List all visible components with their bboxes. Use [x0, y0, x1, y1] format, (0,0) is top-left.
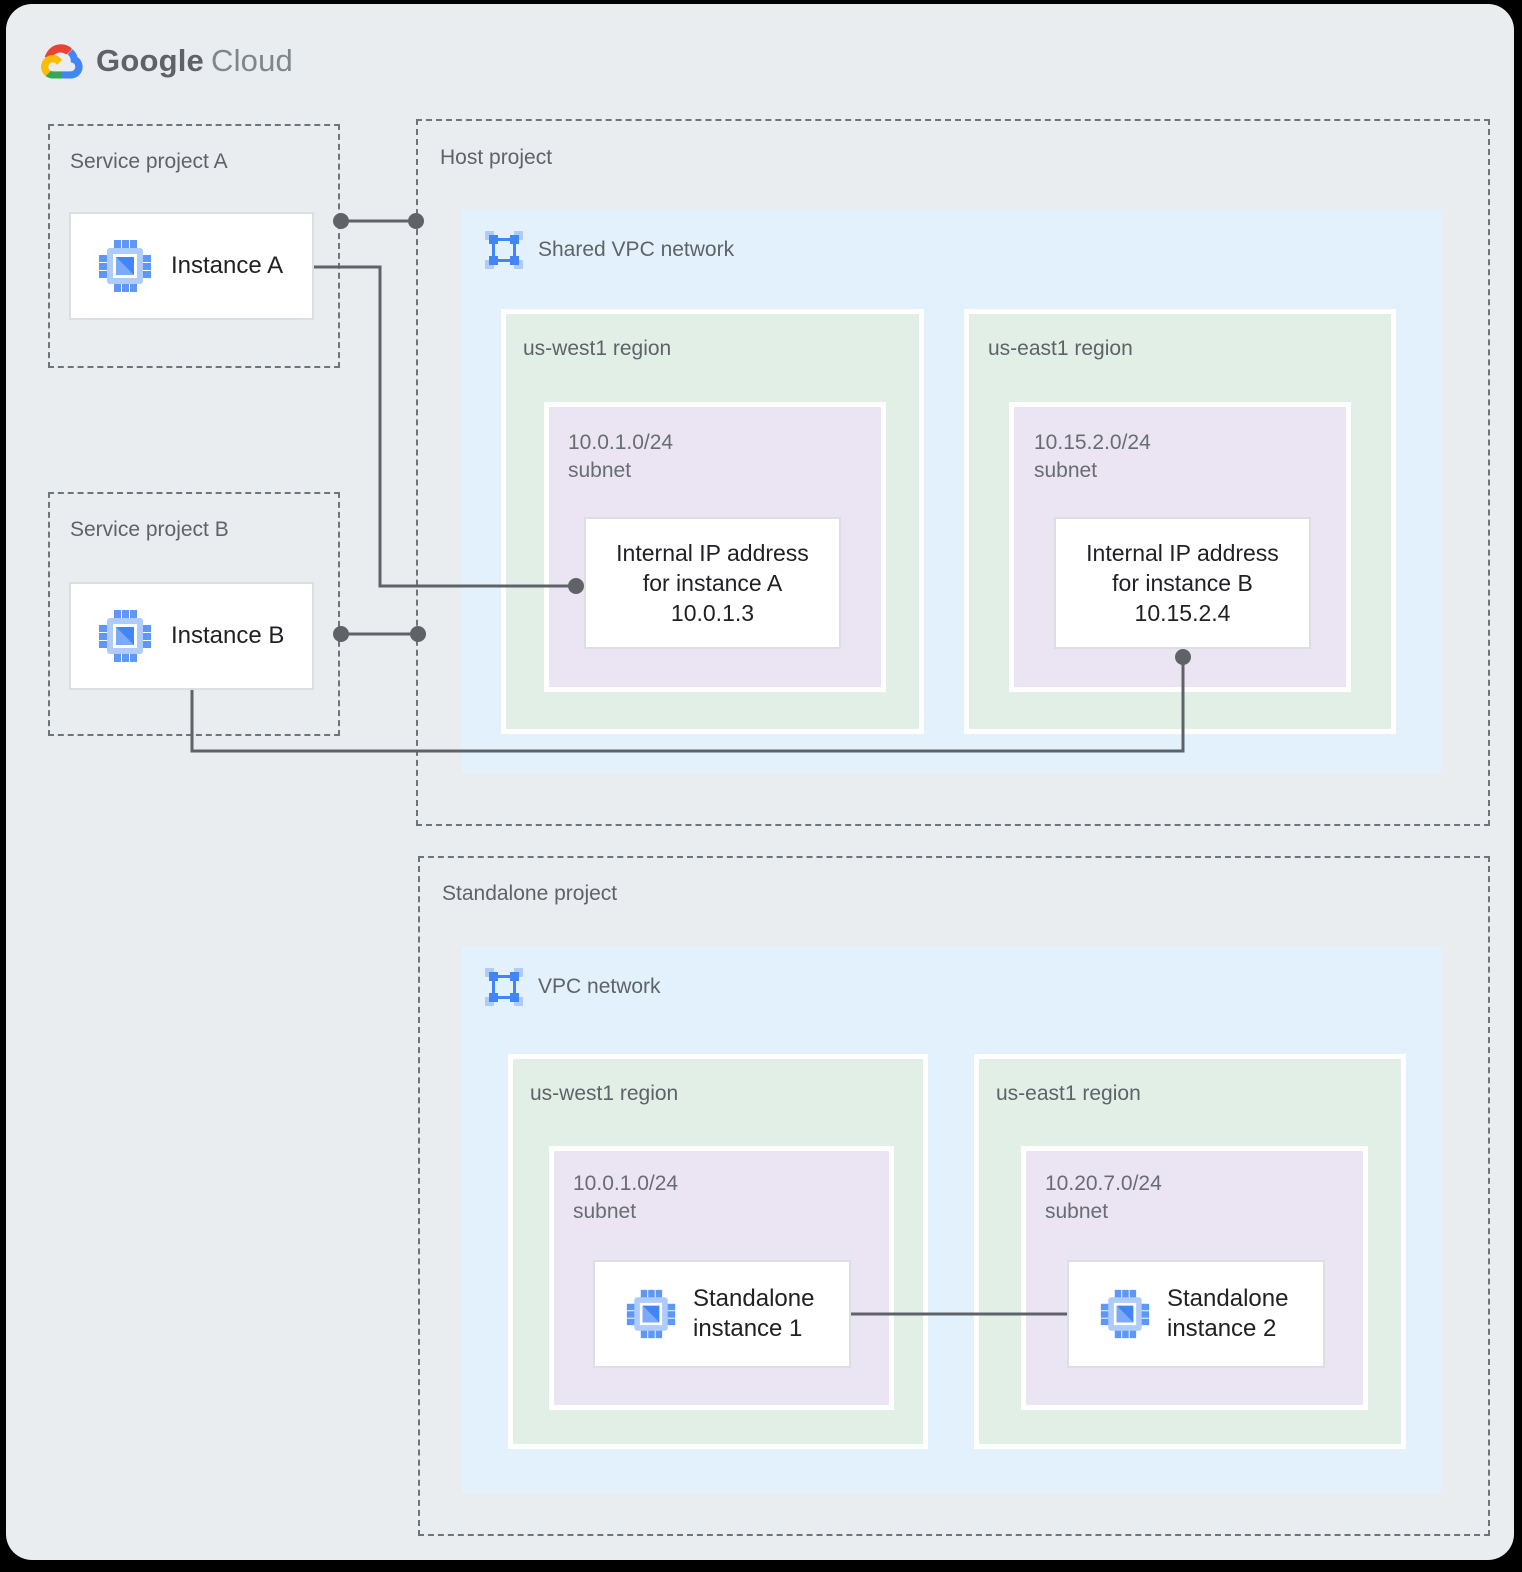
standalone-instance-2-line1: Standalone [1167, 1285, 1289, 1312]
host-subnet-b-label: 10.15.2.0/24 subnet [1034, 429, 1151, 485]
standalone-project-title: Standalone project [442, 882, 618, 905]
compute-instance-icon [99, 610, 151, 662]
standalone-subnet-2-label: 10.20.7.0/24 subnet [1045, 1170, 1162, 1226]
ip-b-line2: for instance B [1112, 570, 1253, 596]
ip-b-line1: Internal IP address [1086, 540, 1279, 566]
standalone-project-box [418, 856, 1490, 1536]
compute-instance-icon [1100, 1289, 1150, 1339]
google-cloud-logo-icon [41, 44, 83, 79]
shared-vpc-network-label: Shared VPC network [538, 238, 735, 261]
internal-ip-a-card: Internal IP address for instance A 10.0.… [584, 517, 841, 649]
standalone-instance-1-line2: instance 1 [693, 1315, 803, 1342]
ip-a-line2: for instance A [642, 570, 783, 596]
logo-word-cloud: Cloud [210, 43, 293, 78]
standalone-instance-1-label: Standalone instance 1 [693, 1284, 814, 1344]
logo-word-google: Google [96, 43, 204, 78]
ip-b-line3: 10.15.2.4 [1134, 600, 1231, 626]
shared-vpc-network-header: Shared VPC network [484, 230, 734, 270]
standalone-us-east1-region-label: us-east1 region [996, 1082, 1141, 1105]
standalone-subnet-1-label: 10.0.1.0/24 subnet [573, 1170, 678, 1226]
instance-b-label: Instance B [171, 622, 285, 649]
subnet-word: subnet [573, 1200, 637, 1223]
standalone-instance-2-card: Standalone instance 2 [1067, 1260, 1325, 1368]
host-us-east1-region-label: us-east1 region [988, 337, 1133, 360]
standalone-instance-1-line1: Standalone [693, 1285, 815, 1312]
subnet-word: subnet [568, 459, 632, 482]
subnet-cidr: 10.0.1.0/24 [568, 431, 674, 454]
service-project-b-title: Service project B [70, 518, 229, 541]
vpc-network-icon [485, 968, 523, 1006]
ip-a-line3: 10.0.1.3 [670, 600, 755, 626]
ip-a-line1: Internal IP address [616, 540, 809, 566]
vpc-network-label: VPC network [538, 975, 661, 998]
instance-b-card: Instance B [69, 582, 314, 690]
internal-ip-a-text: Internal IP address for instance A 10.0.… [616, 538, 809, 628]
internal-ip-b-text: Internal IP address for instance B 10.15… [1086, 538, 1279, 628]
internal-ip-b-card: Internal IP address for instance B 10.15… [1054, 517, 1311, 649]
subnet-word: subnet [1045, 1200, 1109, 1223]
standalone-instance-2-line2: instance 2 [1167, 1315, 1277, 1342]
standalone-instance-1-card: Standalone instance 1 [593, 1260, 851, 1368]
compute-instance-icon [99, 240, 151, 292]
subnet-cidr: 10.15.2.0/24 [1034, 431, 1151, 454]
instance-a-label: Instance A [171, 252, 284, 279]
subnet-cidr: 10.0.1.0/24 [573, 1172, 679, 1195]
vpc-network-header: VPC network [484, 967, 661, 1007]
compute-instance-icon [626, 1289, 676, 1339]
service-project-a-box [48, 124, 340, 368]
host-subnet-a-label: 10.0.1.0/24 subnet [568, 429, 673, 485]
vpc-network-icon [485, 231, 523, 269]
instance-a-card: Instance A [69, 212, 314, 320]
standalone-instance-2-label: Standalone instance 2 [1167, 1284, 1288, 1344]
standalone-us-west1-region-label: us-west1 region [530, 1082, 679, 1105]
subnet-cidr: 10.20.7.0/24 [1045, 1172, 1162, 1195]
host-us-west1-region-label: us-west1 region [523, 337, 672, 360]
subnet-word: subnet [1034, 459, 1098, 482]
host-project-title: Host project [440, 146, 553, 169]
service-project-a-title: Service project A [70, 150, 228, 173]
